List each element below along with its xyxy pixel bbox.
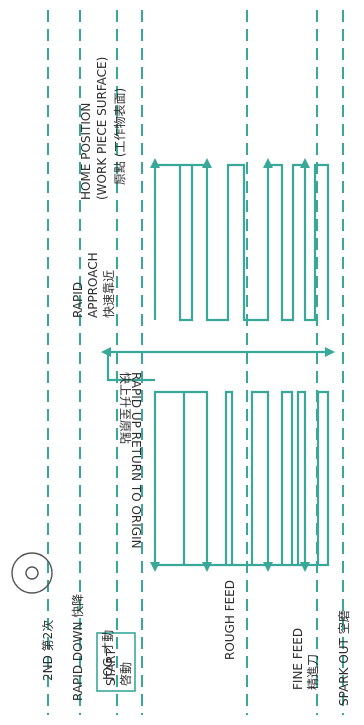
label-home-en-2: (WORK PIECE SURFACE) — [95, 57, 109, 200]
label-rapid-down: RAPID DOWN 快降 — [71, 594, 85, 701]
arrow-down-icon — [300, 562, 310, 572]
arrow-up-icon — [150, 158, 160, 168]
lower-feed-path — [153, 390, 330, 567]
label-rapid-approach-en-2: APPROACH — [86, 252, 100, 318]
arrow-up-icon — [263, 158, 273, 168]
label-start-zh: 啓動 — [118, 662, 133, 686]
rapid-up-return-line — [106, 350, 328, 382]
label-rapid-approach-en-1: RAPID — [71, 282, 85, 318]
arrow-up-icon — [202, 158, 212, 168]
arrow-down-icon — [263, 562, 273, 572]
label-rough-feed: ROUGH FEED — [223, 580, 237, 660]
label-home-en-1: HOME POSITION — [79, 103, 93, 200]
label-rapid-up-zh: 快上升至原點 — [118, 372, 132, 444]
start-box — [96, 632, 136, 692]
label-jog: JOG 才動 — [101, 630, 115, 681]
upper-feed-path — [153, 163, 330, 322]
label-start-en: START — [104, 648, 118, 686]
arrow-down-icon — [202, 562, 212, 572]
label-fine-feed-en: FINE FEED — [291, 628, 305, 690]
label-spark-out: SPARK OUT 空磨 — [337, 610, 351, 706]
label-home-zh: 原點 (工作物表面) — [113, 88, 127, 185]
workpiece-icon — [11, 552, 53, 594]
label-rapid-approach-zh: 快速靠近 — [102, 270, 116, 318]
label-rapid-up-en: RAPID UP RETURN TO ORIGIN — [129, 372, 143, 549]
arrow-up-icon — [300, 158, 310, 168]
arrow-down-icon — [150, 562, 160, 572]
label-2nd: 2ND 第2次 — [41, 620, 55, 681]
arrow-left-icon — [101, 347, 111, 357]
label-fine-feed-zh: 精進刀 — [306, 654, 320, 690]
arrow-right-icon — [325, 347, 335, 357]
